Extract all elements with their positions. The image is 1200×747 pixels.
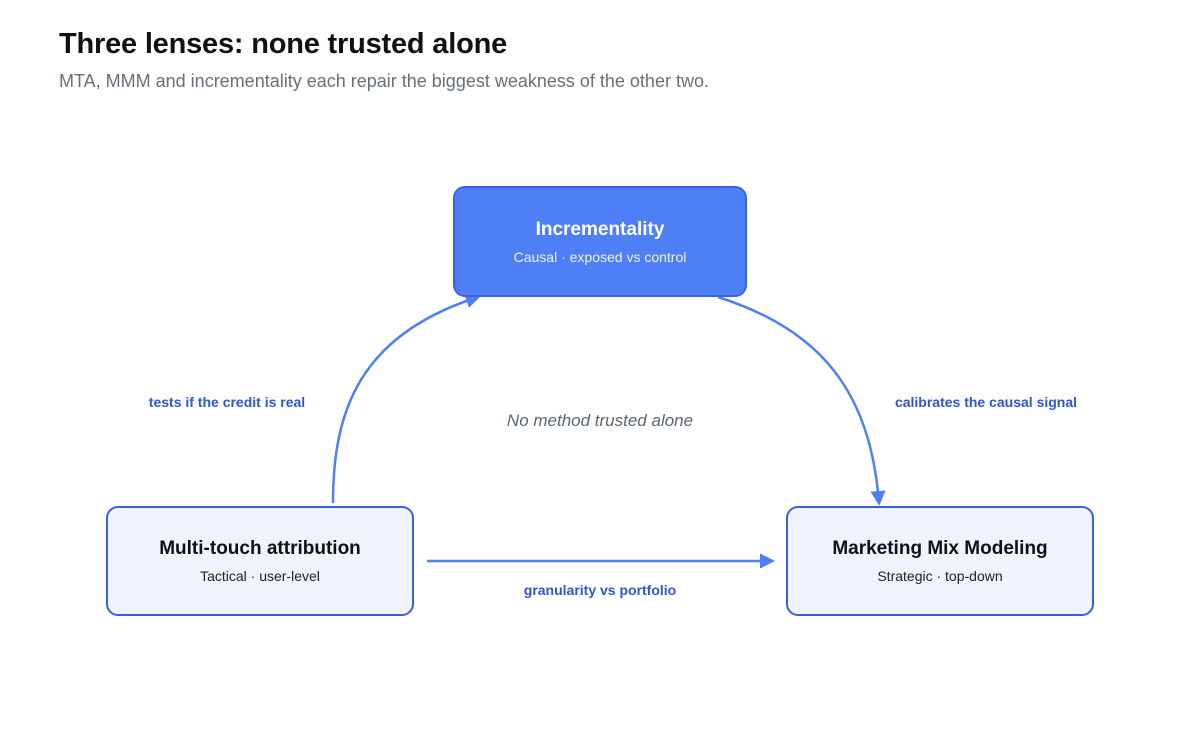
node-multi-touch-attribution: Multi-touch attribution Tactical · user-… bbox=[106, 506, 414, 616]
node-mta-title: Multi-touch attribution bbox=[159, 538, 361, 559]
page-subtitle: MTA, MMM and incrementality each repair … bbox=[59, 71, 709, 91]
node-mmm-title: Marketing Mix Modeling bbox=[832, 538, 1048, 559]
node-incrementality-subtitle: Causal · exposed vs control bbox=[513, 248, 687, 265]
center-note: No method trusted alone bbox=[506, 411, 694, 430]
edge-label-mta-to-incrementality: tests if the credit is real bbox=[148, 394, 306, 410]
arrow-mta-to-incrementality bbox=[331, 293, 481, 504]
edge-label-mta-to-mmm: granularity vs portfolio bbox=[523, 582, 677, 598]
node-marketing-mix-modeling: Marketing Mix Modeling Strategic · top-d… bbox=[786, 506, 1094, 616]
arrow-incrementality-to-mmm bbox=[717, 295, 886, 506]
page-title: Three lenses: none trusted alone bbox=[59, 28, 508, 60]
node-incrementality: Incrementality Causal · exposed vs contr… bbox=[453, 186, 747, 297]
edge-label-incrementality-to-mmm: calibrates the causal signal bbox=[894, 394, 1078, 410]
node-mmm-subtitle: Strategic · top-down bbox=[877, 568, 1003, 584]
node-mta-subtitle: Tactical · user-level bbox=[200, 568, 320, 584]
node-incrementality-title: Incrementality bbox=[535, 218, 665, 240]
